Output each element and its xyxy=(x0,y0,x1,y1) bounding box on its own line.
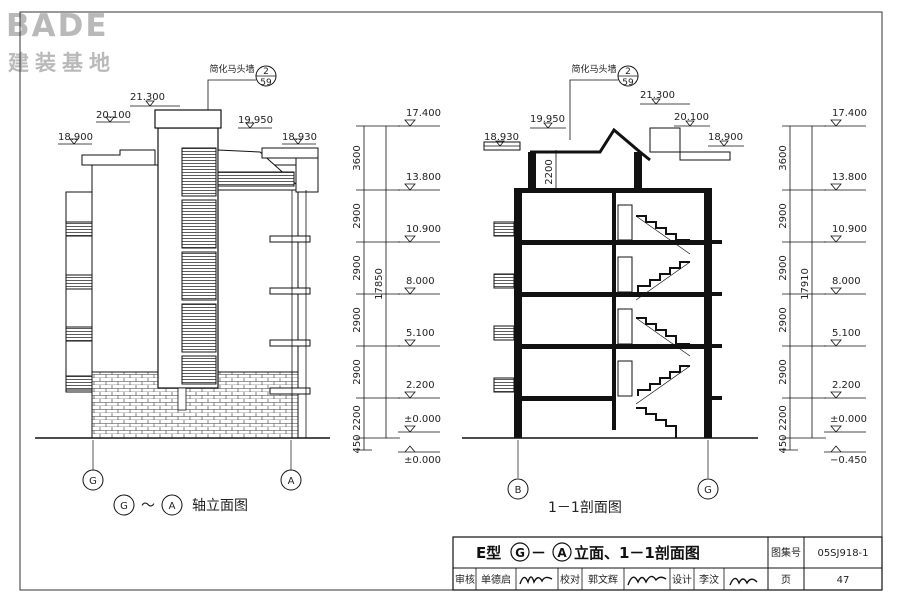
svg-text:设计: 设计 xyxy=(672,573,692,586)
right-caption: 1－1剖面图 xyxy=(548,500,622,516)
left-elev-20100: 20.100 xyxy=(96,110,131,121)
svg-text:47: 47 xyxy=(837,575,850,586)
watermark-logo: BADE 建装基地 xyxy=(6,8,116,75)
svg-text:±0.000: ±0.000 xyxy=(830,414,867,425)
svg-text:校对: 校对 xyxy=(560,573,580,586)
right-elev-21300: 21.300 xyxy=(640,90,675,101)
svg-text:2900: 2900 xyxy=(778,255,789,280)
right-inner-dim: 2200 xyxy=(544,159,555,184)
right-axis-g: G xyxy=(704,485,712,496)
svg-text:17.400: 17.400 xyxy=(406,108,441,119)
signature-3 xyxy=(729,577,758,586)
signature-2 xyxy=(627,575,667,586)
svg-text:2900: 2900 xyxy=(778,359,789,384)
svg-text:10.900: 10.900 xyxy=(406,224,441,235)
svg-text:E型: E型 xyxy=(476,544,501,562)
svg-text:单德启: 单德启 xyxy=(481,573,511,586)
left-detail-num: 2 xyxy=(263,67,269,77)
svg-text:建装基地: 建装基地 xyxy=(8,51,116,75)
svg-text:2200: 2200 xyxy=(352,405,363,430)
svg-text:±0.000: ±0.000 xyxy=(404,455,441,466)
svg-text:2900: 2900 xyxy=(352,203,363,228)
sheet-border xyxy=(19,11,883,591)
right-axis-b: B xyxy=(515,485,522,496)
svg-text:05SJ918-1: 05SJ918-1 xyxy=(817,548,868,559)
right-elev-19950: 19.950 xyxy=(530,114,565,125)
signature-1 xyxy=(519,576,553,585)
svg-text:3600: 3600 xyxy=(352,145,363,170)
svg-text:17850: 17850 xyxy=(374,268,385,300)
svg-text:8.000: 8.000 xyxy=(406,276,435,287)
left-elev-19950: 19.950 xyxy=(238,115,273,126)
svg-text:G: G xyxy=(515,546,525,560)
left-elev-21300: 21.300 xyxy=(130,92,165,103)
svg-text:2900: 2900 xyxy=(352,359,363,384)
svg-text:郭文辉: 郭文辉 xyxy=(588,573,618,586)
left-detail-sheet: 59 xyxy=(260,78,272,88)
svg-text:A: A xyxy=(557,546,567,560)
section-view xyxy=(462,65,866,500)
right-elev-18900: 18.900 xyxy=(708,132,743,143)
svg-text:2200: 2200 xyxy=(778,405,789,430)
right-detail-num: 2 xyxy=(625,67,631,77)
title-block: E型 G － A 立面、1－1剖面图 图集号 05SJ918-1 审核 单德启 … xyxy=(452,536,883,591)
svg-text:450: 450 xyxy=(352,434,363,453)
svg-text:页: 页 xyxy=(781,574,791,586)
svg-text:5.100: 5.100 xyxy=(406,328,435,339)
svg-text:轴立面图: 轴立面图 xyxy=(192,498,248,514)
svg-text:±0.000: ±0.000 xyxy=(404,414,441,425)
svg-text:13.800: 13.800 xyxy=(406,172,441,183)
svg-text:BADE: BADE xyxy=(6,8,109,44)
right-level-labels: 17.400 13.800 10.900 8.000 5.100 2.200 ±… xyxy=(830,108,867,466)
svg-text:李汶: 李汶 xyxy=(699,573,719,586)
svg-text:－: － xyxy=(531,544,546,562)
svg-text:审核: 审核 xyxy=(455,573,475,586)
elevation-view xyxy=(35,65,440,491)
right-dimension-labels: 3600 2900 2900 2900 2900 2200 450 17910 xyxy=(778,145,811,453)
svg-text:17.400: 17.400 xyxy=(832,108,867,119)
left-elev-18930: 18.930 xyxy=(282,132,317,143)
left-callout-text: 简化马头墙 xyxy=(209,63,254,75)
svg-text:5.100: 5.100 xyxy=(832,328,861,339)
svg-text:8.000: 8.000 xyxy=(832,276,861,287)
right-elev-20100: 20.100 xyxy=(674,112,709,123)
svg-text:450: 450 xyxy=(778,434,789,453)
svg-text:13.800: 13.800 xyxy=(832,172,867,183)
left-axis-g: G xyxy=(89,476,97,487)
svg-text:3600: 3600 xyxy=(778,145,789,170)
svg-text:2.200: 2.200 xyxy=(406,380,435,391)
svg-text:A: A xyxy=(169,501,176,512)
left-caption: G ～ A 轴立面图 xyxy=(113,494,248,516)
svg-text:2900: 2900 xyxy=(778,203,789,228)
svg-text:2.200: 2.200 xyxy=(832,380,861,391)
right-detail-sheet: 59 xyxy=(622,78,634,88)
svg-text:−0.450: −0.450 xyxy=(830,455,867,466)
left-level-labels: 17.400 13.800 10.900 8.000 5.100 2.200 ±… xyxy=(404,108,441,466)
svg-text:G: G xyxy=(120,501,128,512)
svg-text:立面、1－1剖面图: 立面、1－1剖面图 xyxy=(574,544,700,562)
left-elev-18900: 18.900 xyxy=(58,132,93,143)
svg-text:2900: 2900 xyxy=(352,307,363,332)
right-callout-text: 简化马头墙 xyxy=(571,63,616,75)
svg-text:2900: 2900 xyxy=(778,307,789,332)
right-elev-18930: 18.930 xyxy=(484,132,519,143)
left-axis-a: A xyxy=(288,476,295,487)
left-dimension-labels: 3600 2900 2900 2900 2900 2200 450 17850 xyxy=(352,145,385,453)
svg-text:图集号: 图集号 xyxy=(771,546,801,559)
svg-text:17910: 17910 xyxy=(800,268,811,300)
svg-text:10.900: 10.900 xyxy=(832,224,867,235)
svg-text:～: ～ xyxy=(141,498,155,514)
svg-text:2900: 2900 xyxy=(352,255,363,280)
